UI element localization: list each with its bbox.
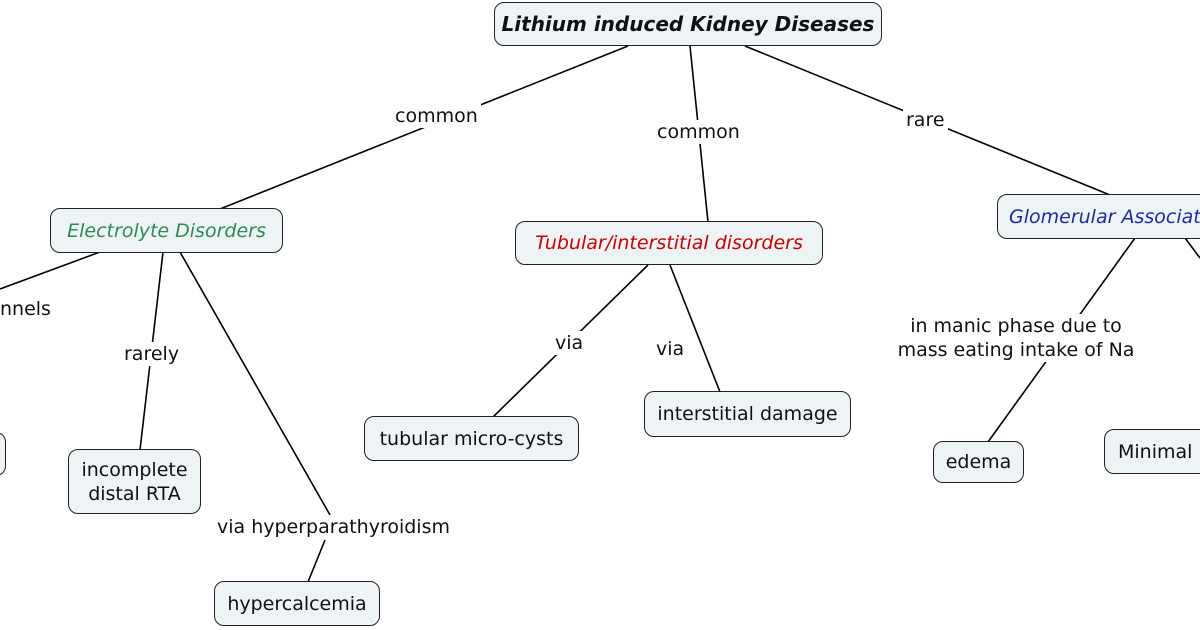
offscreen-left-node[interactable] [0, 432, 6, 476]
link-label-line-2: mass eating intake of Na [897, 339, 1135, 361]
link-label-glomerular-edema: in manic phase due to mass eating intake… [888, 314, 1144, 362]
link-label-root-electrolyte: common [392, 104, 481, 128]
node-line-1: incomplete [81, 458, 188, 481]
edema-node[interactable]: edema [933, 441, 1024, 483]
link-label-electrolyte-hypercalcemia: via hyperparathyroidism [214, 515, 453, 539]
hypercalcemia-node[interactable]: hypercalcemia [214, 581, 380, 626]
link-label-electrolyte-channels: nnels [0, 297, 54, 321]
edge-tubular-damage [669, 264, 721, 393]
link-label-tubular-cysts: via [552, 331, 587, 355]
electrolyte-disorders-node[interactable]: Electrolyte Disorders [50, 208, 283, 253]
edge-hyperpara-hypercalcemia [307, 539, 326, 583]
edge-electrolyte-left [0, 251, 101, 290]
edge-glomerular-right [1184, 237, 1200, 259]
root-node[interactable]: Lithium induced Kidney Diseases [494, 2, 882, 46]
incomplete-distal-rta-node[interactable]: incomplete distal RTA [68, 449, 201, 514]
link-label-tubular-damage: via [653, 337, 688, 361]
minimal-change-node[interactable]: Minimal [1104, 429, 1200, 474]
link-label-electrolyte-rta: rarely [121, 342, 183, 366]
interstitial-damage-node[interactable]: interstitial damage [644, 391, 851, 437]
edge-electrolyte-hypercalcemia [179, 251, 331, 516]
link-label-root-tubular: common [654, 120, 743, 144]
link-label-root-glomerular: rare [903, 108, 948, 132]
glomerular-node[interactable]: Glomerular Associat [997, 194, 1200, 239]
tubular-micro-cysts-node[interactable]: tubular micro-cysts [364, 416, 579, 461]
node-line-2: distal RTA [88, 482, 181, 505]
link-label-line-1: in manic phase due to [910, 315, 1122, 337]
tubular-interstitial-node[interactable]: Tubular/interstitial disorders [515, 221, 823, 265]
